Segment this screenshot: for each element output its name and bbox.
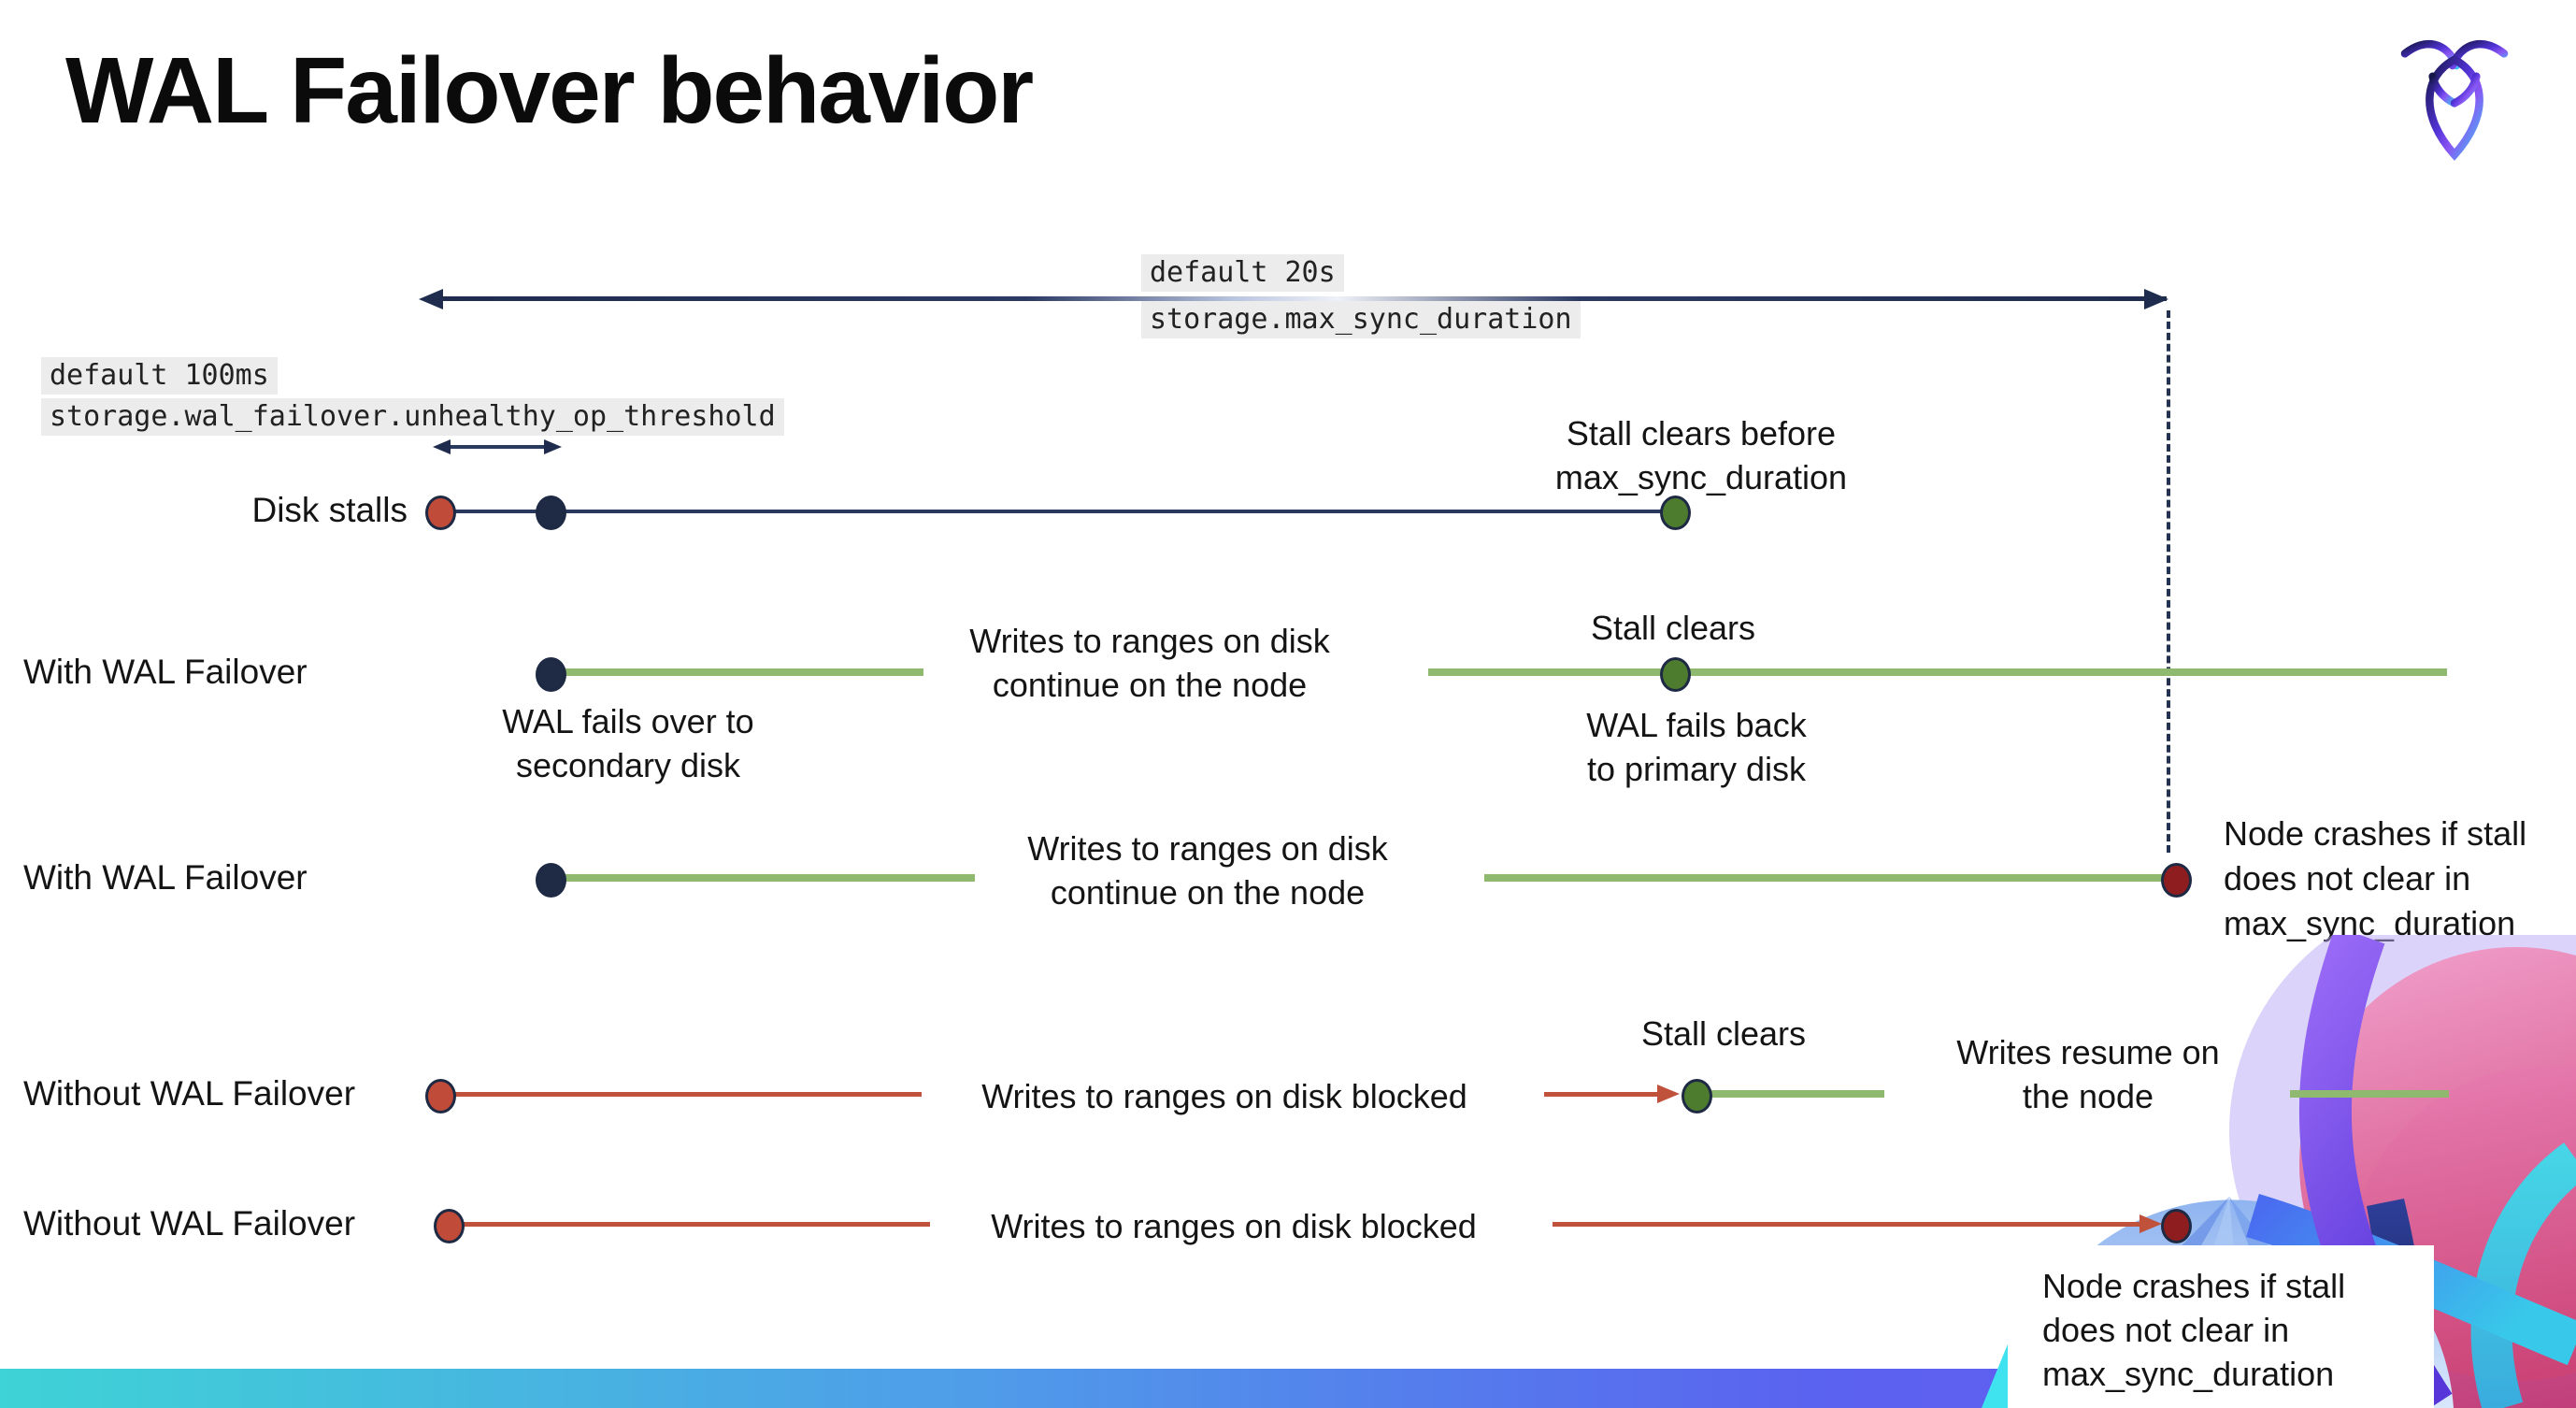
writes-continue-line-2a xyxy=(561,874,975,882)
node-crash-dot-2 xyxy=(2161,1209,2192,1243)
writes-continue-line-b xyxy=(1428,668,2447,676)
arrow-right-head-icon xyxy=(2144,289,2168,309)
writes-continue-line-2b xyxy=(1484,874,2165,882)
max-sync-deadline-line xyxy=(2167,310,2170,853)
row-label-without-wal-failover-2: Without WAL Failover xyxy=(23,1204,356,1243)
node-crash-note-1: Node crashes if stall does not clear in … xyxy=(2224,814,2527,942)
writes-blocked-line-3a xyxy=(451,1092,922,1097)
page-title: WAL Failover behavior xyxy=(65,38,1034,143)
stall-clear-dot-2 xyxy=(1660,657,1691,692)
cockroachdb-logo-icon xyxy=(2400,40,2509,161)
row-label-with-wal-failover-1: With WAL Failover xyxy=(23,653,308,691)
stall-start-dot-3 xyxy=(425,1079,456,1113)
row-label-without-wal-failover-1: Without WAL Failover xyxy=(23,1074,356,1113)
writes-blocked-line-4b xyxy=(1553,1222,2140,1227)
failover-dot xyxy=(536,657,566,692)
failover-dot-2 xyxy=(536,863,566,898)
unhealthy-op-threshold-arrow xyxy=(449,445,546,449)
disk-stall-timeline xyxy=(438,510,1673,513)
writes-continue-note-2: Writes to ranges on disk continue on the… xyxy=(1027,829,1388,912)
writes-resume-line-a xyxy=(1707,1090,1884,1098)
node-crash-note-2: Node crashes if stall does not clear in … xyxy=(2042,1267,2346,1393)
writes-continue-note: Writes to ranges on disk continue on the… xyxy=(969,622,1330,704)
node-crash-callout-box xyxy=(2008,1245,2434,1408)
stall-clear-dot xyxy=(1660,496,1691,530)
max-sync-duration-arrow xyxy=(439,296,2167,301)
unhealthy-op-setting-name: storage.wal_failover.unhealthy_op_thresh… xyxy=(41,398,784,436)
writes-resume-note: Writes resume on the node xyxy=(1956,1033,2220,1115)
stall-clears-note-3: Stall clears xyxy=(1640,1014,1807,1053)
red-arrow-head-icon xyxy=(1657,1085,1680,1103)
arrow-left-head-icon xyxy=(419,289,443,309)
row-label-disk-stalls: Disk stalls xyxy=(251,491,408,529)
stall-start-dot xyxy=(425,496,456,530)
max-sync-setting-name: storage.max_sync_duration xyxy=(1141,301,1581,338)
stall-start-dot-4 xyxy=(434,1209,465,1243)
unhealthy-op-default-label: default 100ms xyxy=(41,357,278,395)
wal-fails-over-note: WAL fails over to secondary disk xyxy=(502,702,754,784)
row-label-with-wal-failover-2: With WAL Failover xyxy=(23,858,308,897)
writes-blocked-note-4: Writes to ranges on disk blocked xyxy=(991,1207,1477,1245)
stall-clear-dot-3 xyxy=(1682,1079,1712,1113)
small-arrow-left-head-icon xyxy=(433,439,451,454)
small-arrow-right-head-icon xyxy=(544,439,562,454)
stall-clears-note-1: Stall clears xyxy=(1590,609,1756,647)
writes-blocked-line-3b xyxy=(1544,1092,1657,1097)
node-crash-dot xyxy=(2161,863,2192,898)
writes-resume-line-b xyxy=(2290,1090,2449,1098)
stall-clears-before-note: Stall clears before max_sync_duration xyxy=(1554,414,1848,496)
failover-threshold-dot xyxy=(536,496,566,530)
wal-fails-back-note: WAL fails back to primary disk xyxy=(1586,706,1807,788)
max-sync-default-label: default 20s xyxy=(1141,254,1344,292)
writes-continue-line-a xyxy=(561,668,923,676)
red-arrow-head-icon-2 xyxy=(2140,1214,2162,1233)
writes-blocked-note-3: Writes to ranges on disk blocked xyxy=(981,1077,1467,1115)
writes-blocked-line-4a xyxy=(459,1222,930,1227)
